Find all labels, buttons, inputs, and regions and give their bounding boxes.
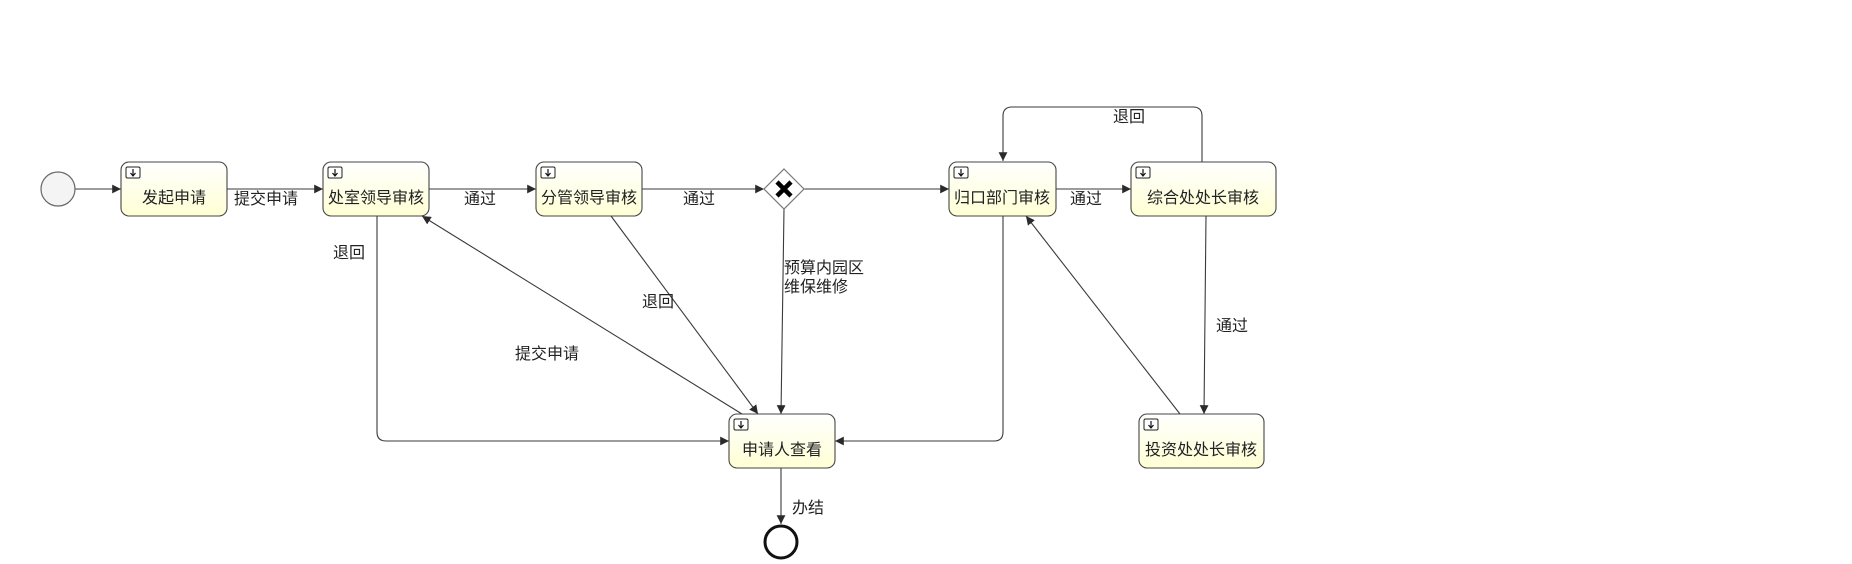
edge-label-pass-3: 通过 xyxy=(1070,189,1102,208)
task-initiate[interactable]: 发起申请 xyxy=(120,161,228,217)
edge-label-pass-2: 通过 xyxy=(683,189,715,208)
user-task-icon xyxy=(125,166,141,179)
task-applicant-view[interactable]: 申请人查看 xyxy=(728,413,836,469)
edge-charge-leader-return-to-applicant-view xyxy=(610,215,759,415)
task-charge-leader-review[interactable]: 分管领导审核 xyxy=(535,161,643,217)
edge-label-finish: 办结 xyxy=(792,498,824,517)
task-label: 分管领导审核 xyxy=(541,188,637,207)
edge-central-dept-to-applicant-view xyxy=(835,216,1004,446)
edge-label-pass-1: 通过 xyxy=(464,189,496,208)
task-label: 综合处处长审核 xyxy=(1147,188,1259,207)
task-general-director-review[interactable]: 综合处处长审核 xyxy=(1130,161,1277,217)
start-event[interactable] xyxy=(40,171,76,207)
edge-label-resubmit: 提交申请 xyxy=(515,344,579,363)
user-task-icon xyxy=(540,166,556,179)
edge-general-director-to-investment-director xyxy=(1199,215,1209,415)
task-dept-leader-review[interactable]: 处室领导审核 xyxy=(322,161,430,217)
user-task-icon xyxy=(953,166,969,179)
edges xyxy=(75,106,1209,524)
user-task-icon xyxy=(327,166,343,179)
end-event[interactable] xyxy=(763,524,799,560)
edge-labels: 提交申请 通过 通过 通过 退回 退回 退回 提交申请 预算内园区 维保维修 通… xyxy=(234,107,1248,517)
exclusive-gateway-x-icon xyxy=(775,180,793,198)
edge-investment-director-to-central-dept xyxy=(1025,215,1181,415)
task-label: 申请人查看 xyxy=(742,440,822,459)
edge-label-return-2: 退回 xyxy=(333,243,365,262)
edge-general-director-return-loop xyxy=(998,106,1203,162)
task-label: 投资处处长审核 xyxy=(1145,440,1257,459)
exclusive-gateway[interactable] xyxy=(763,168,805,210)
edge-applicant-view-resubmit xyxy=(421,215,743,415)
task-label: 归口部门审核 xyxy=(954,188,1050,207)
edge-gateway-to-applicant-view xyxy=(776,208,786,415)
user-task-icon xyxy=(733,418,749,431)
user-task-icon xyxy=(1135,166,1151,179)
edge-label-return-1: 退回 xyxy=(1113,107,1145,126)
task-investment-director-review[interactable]: 投资处处长审核 xyxy=(1138,413,1265,469)
edge-label-submit: 提交申请 xyxy=(234,189,298,208)
user-task-icon xyxy=(1143,418,1159,431)
edge-label-return-3: 退回 xyxy=(642,292,674,311)
task-label: 处室领导审核 xyxy=(328,188,424,207)
task-central-dept-review[interactable]: 归口部门审核 xyxy=(948,161,1057,217)
task-label: 发起申请 xyxy=(142,188,206,207)
edge-label-budget-maintenance: 预算内园区 维保维修 xyxy=(784,258,869,296)
edge-label-pass-4: 通过 xyxy=(1216,316,1248,335)
edge-dept-leader-return-to-applicant-view xyxy=(376,216,729,446)
